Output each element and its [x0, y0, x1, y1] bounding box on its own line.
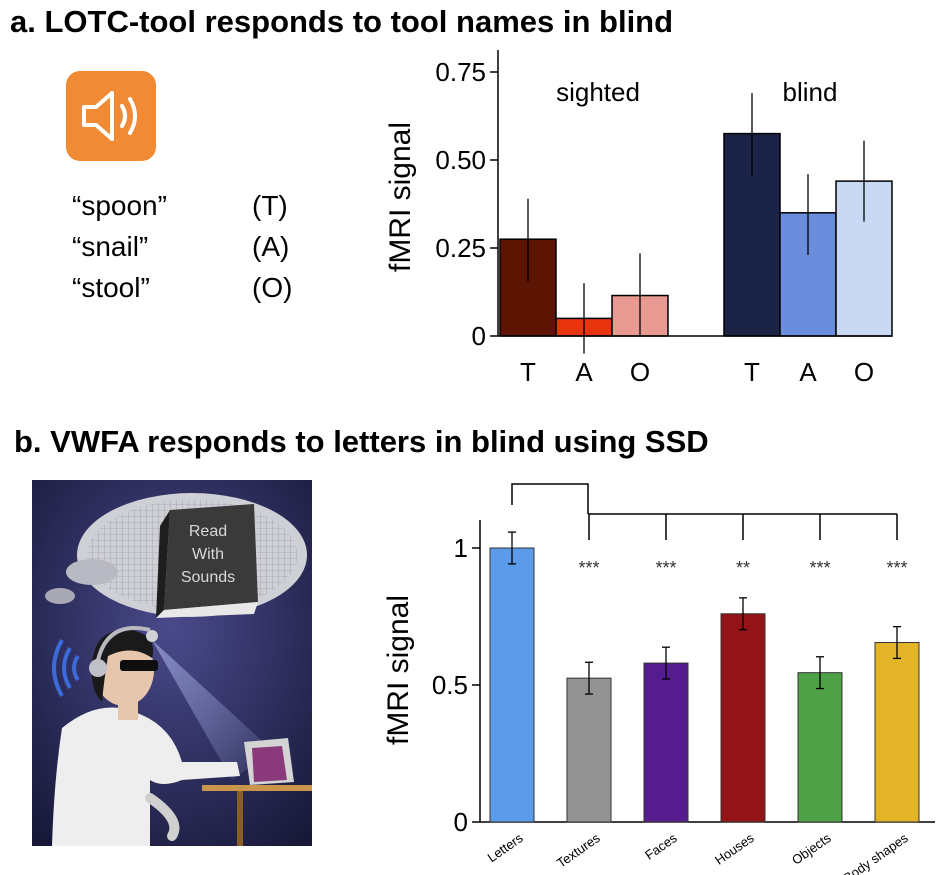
bar	[489, 547, 535, 823]
panel-a-title: a. LOTC-tool responds to tool names in b…	[10, 4, 674, 39]
x-tick-label: T	[520, 357, 536, 387]
x-tick-label: Textures	[554, 830, 603, 871]
y-axis-label: fMRI signal	[382, 595, 415, 745]
word-item: “spoon” (T)	[72, 190, 288, 222]
panel-b-title: b. VWFA responds to letters in blind usi…	[14, 424, 709, 459]
word-text: “snail”	[72, 231, 149, 262]
book-title-line: With	[192, 546, 224, 563]
significance-marker: ***	[655, 558, 676, 578]
x-tick-label: O	[854, 357, 874, 387]
bar	[874, 642, 920, 823]
y-tick-label: 0	[472, 321, 486, 351]
significance-marker: ***	[809, 558, 830, 578]
significance-marker: ***	[578, 558, 599, 578]
x-tick-label: Faces	[642, 830, 680, 863]
x-tick-label: O	[630, 357, 650, 387]
group-label: sighted	[556, 77, 640, 107]
bar	[797, 672, 843, 823]
y-tick-label: 0.25	[435, 233, 486, 263]
bar	[720, 613, 766, 823]
x-tick-label: Letters	[485, 830, 527, 865]
significance-marker: **	[736, 558, 750, 578]
y-axis-label: fMRI signal	[384, 122, 417, 272]
y-tick-label: 1	[454, 533, 468, 563]
book-icon: Read With Sounds	[156, 504, 258, 618]
word-item: “stool” (O)	[72, 272, 292, 304]
book-title-line: Sounds	[181, 569, 235, 586]
word-condition: (T)	[252, 190, 288, 221]
comparison-bracket	[511, 483, 589, 514]
significance-marker: ***	[886, 558, 907, 578]
bar	[566, 677, 612, 823]
y-tick-label: 0.50	[435, 145, 486, 175]
word-condition: (O)	[252, 272, 293, 303]
speaker-icon	[66, 71, 156, 161]
word-item: “snail” (A)	[72, 231, 289, 263]
bar	[643, 662, 689, 823]
x-tick-label: Body shapes	[841, 830, 912, 875]
word-text: “stool”	[72, 272, 150, 303]
ssd-reading-illustration: Read With Sounds	[32, 480, 312, 846]
x-tick-label: T	[744, 357, 760, 387]
group-label: blind	[783, 77, 838, 107]
x-tick-label: Houses	[712, 830, 757, 868]
x-tick-label: Objects	[789, 830, 834, 868]
y-tick-label: 0.5	[432, 670, 468, 700]
x-tick-label: A	[575, 357, 593, 387]
word-text: “spoon”	[72, 190, 167, 221]
word-condition: (A)	[252, 231, 290, 262]
book-title-line: Read	[189, 523, 227, 540]
x-tick-label: A	[799, 357, 817, 387]
y-tick-label: 0.75	[435, 57, 486, 87]
y-tick-label: 0	[454, 807, 468, 837]
